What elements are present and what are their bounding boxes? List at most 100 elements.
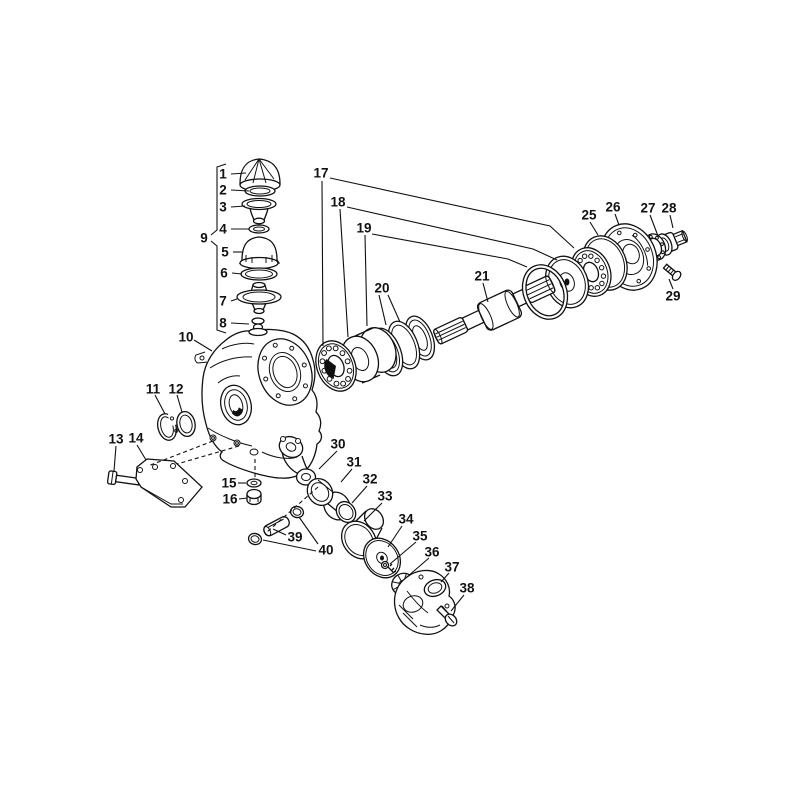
leader-align-13-14: [176, 445, 240, 465]
leader-25: [589, 221, 599, 236]
part-15-washer: [246, 478, 262, 488]
part-label-17: 17: [313, 166, 328, 181]
leader-37: [440, 572, 450, 583]
part-label-30: 30: [330, 437, 345, 452]
leader-20: [387, 294, 401, 323]
part-16-nut: [246, 488, 262, 506]
part-18-large-ring-right: [521, 264, 569, 320]
part-40-retaining-rings: [247, 505, 305, 546]
leader-19: [371, 233, 528, 268]
leader-9: [210, 163, 227, 236]
part-label-34: 34: [398, 512, 414, 527]
part-label-9: 9: [200, 231, 208, 246]
leader-9: [210, 240, 227, 334]
part-label-3: 3: [219, 200, 227, 215]
part-label-32: 32: [362, 472, 377, 487]
part-2-disc: [244, 185, 276, 197]
part-label-38: 38: [459, 581, 475, 596]
part-3-valve-bell: [241, 197, 277, 225]
part-14-mounting-bracket: [135, 458, 203, 508]
leader-36: [406, 557, 430, 578]
part-label-25: 25: [581, 208, 597, 223]
leader-35: [389, 541, 417, 565]
part-label-14: 14: [128, 431, 144, 446]
part-19-thrust-washer-right: [544, 255, 590, 309]
part-label-5: 5: [221, 245, 229, 260]
leader-2: [230, 189, 250, 192]
part-38-bolt: [436, 605, 458, 627]
leader-17: [321, 180, 324, 347]
leader-40: [298, 516, 319, 545]
part-13-bolt: [106, 470, 141, 486]
part-34-diaphragm-disc: [362, 537, 402, 579]
part-10-pump-housing: [194, 327, 323, 479]
leader-33: [363, 502, 383, 522]
leader-20: [378, 294, 387, 326]
leader-18: [346, 206, 558, 261]
leader-7: [230, 298, 238, 302]
part-label-31: 31: [346, 455, 362, 470]
leader-31: [340, 468, 353, 483]
leader-34: [387, 525, 403, 548]
part-29-screw: [662, 263, 682, 281]
leader-align-39-40: [266, 486, 319, 533]
part-label-13: 13: [108, 432, 124, 447]
part-39-piston-pin: [263, 516, 290, 537]
leader-align-13-14: [147, 440, 214, 467]
part-label-39: 39: [287, 530, 302, 545]
leader-17: [329, 177, 575, 249]
part-label-28: 28: [661, 201, 677, 216]
part-label-2: 2: [219, 183, 227, 198]
part-label-4: 4: [219, 222, 227, 237]
part-label-11: 11: [146, 382, 161, 397]
housing-flange: [257, 338, 313, 406]
part-5-diaphragm-cap: [238, 236, 281, 270]
part-32-seal-ring: [335, 500, 357, 524]
leader-26: [614, 213, 620, 226]
leader-40: [262, 539, 317, 552]
leader-21: [482, 282, 489, 303]
leader-10: [193, 339, 213, 352]
part-label-8: 8: [219, 316, 227, 331]
part-21-crankshaft: [433, 275, 556, 345]
part-label-1: 1: [219, 167, 227, 182]
part-11-snap-ring: [156, 413, 179, 441]
part-label-19: 19: [356, 221, 371, 236]
part-label-21: 21: [474, 269, 490, 284]
part-label-12: 12: [168, 382, 183, 397]
leader-12: [176, 394, 183, 413]
part-6-o-ring: [240, 267, 278, 281]
part-4-ring: [248, 224, 270, 234]
part-label-16: 16: [222, 492, 238, 507]
leader-3: [230, 205, 246, 208]
part-label-10: 10: [178, 330, 193, 345]
part-label-37: 37: [444, 560, 459, 575]
leader-1: [230, 172, 247, 175]
leader-39: [272, 528, 287, 536]
part-7-valve-seat: [236, 281, 282, 315]
part-label-35: 35: [412, 529, 428, 544]
leader-11: [154, 394, 166, 415]
part-label-26: 26: [605, 200, 621, 215]
leader-27: [649, 214, 659, 237]
part-label-6: 6: [220, 266, 228, 281]
leader-14: [136, 444, 147, 461]
part-label-27: 27: [640, 201, 655, 216]
leader-38: [450, 594, 465, 612]
leader-32: [351, 485, 368, 504]
leader-lines: [113, 163, 674, 612]
part-17-roller-bearing-left: [315, 340, 357, 392]
part-label-18: 18: [330, 195, 346, 210]
part-label-33: 33: [377, 489, 393, 504]
leader-19: [364, 234, 368, 327]
leader-29: [668, 278, 674, 290]
part-12-seal-ring: [176, 410, 196, 438]
part-label-29: 29: [665, 289, 680, 304]
part-label-7: 7: [219, 294, 227, 309]
part-label-36: 36: [424, 545, 440, 560]
part-label-40: 40: [318, 543, 333, 558]
part-37-valve-manifold: [393, 569, 456, 635]
leader-16: [238, 497, 248, 500]
leader-6: [231, 272, 243, 275]
